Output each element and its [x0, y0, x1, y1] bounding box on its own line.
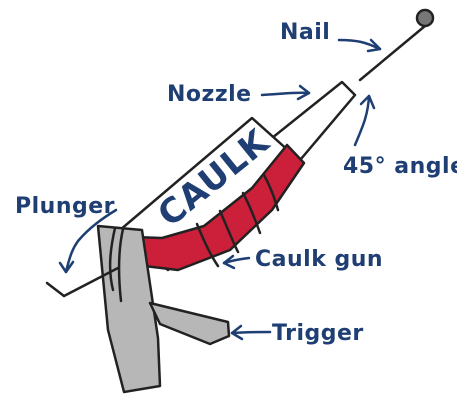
label-caulk-gun-group: Caulk gun [224, 247, 383, 272]
label-trigger: Trigger [272, 321, 364, 346]
label-plunger: Plunger [15, 194, 115, 219]
label-angle-group: 45° angle [343, 96, 457, 179]
label-caulk-gun: Caulk gun [255, 247, 383, 272]
label-trigger-group: Trigger [232, 321, 364, 346]
label-nozzle-group: Nozzle [167, 82, 309, 107]
label-angle: 45° angle [343, 154, 457, 179]
label-nail: Nail [280, 20, 330, 45]
trigger [150, 303, 229, 344]
label-nail-group: Nail [280, 20, 380, 51]
label-nozzle: Nozzle [167, 82, 252, 107]
